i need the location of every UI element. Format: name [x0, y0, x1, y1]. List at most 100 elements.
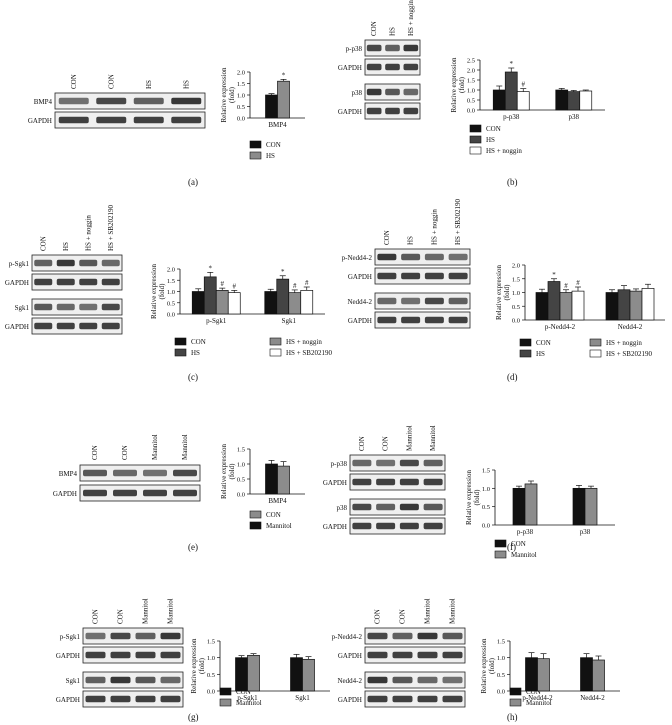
y-tick-label: 0.5: [467, 98, 475, 105]
legend-entry: HS: [266, 152, 275, 160]
y-axis-label: (fold): [158, 283, 166, 300]
blot-lane-label: HS: [389, 27, 397, 36]
blot-band: [56, 259, 75, 267]
blot-row-label: GAPDH: [56, 652, 80, 660]
y-axis-label: (fold): [503, 284, 511, 301]
blot-band: [352, 459, 372, 467]
blot-band: [417, 676, 438, 684]
y-tick-label: 0.5: [207, 672, 215, 679]
x-tick-label: Sgk1: [295, 694, 310, 702]
legend-swatch: [509, 687, 522, 696]
x-tick-label: BMP4: [268, 497, 287, 505]
y-tick-label: 0.0: [497, 689, 505, 696]
y-axis-label: (fold): [228, 86, 236, 103]
blot-lane-label: HS + SB202190: [454, 199, 462, 245]
bar: [215, 290, 229, 315]
bar: [277, 465, 290, 495]
blot-band: [367, 651, 388, 659]
legend-swatch: [494, 539, 507, 548]
blot-band: [135, 632, 156, 640]
y-axis-label: Relative expression: [220, 67, 228, 123]
y-tick-label: 1.5: [237, 81, 245, 88]
bar: [512, 487, 526, 526]
blot-band: [424, 316, 444, 324]
blot-row-label: p-Sgk1: [60, 633, 81, 641]
legend-entry: HS + noggin: [606, 339, 642, 347]
blot-band: [58, 97, 89, 105]
blot-band: [367, 695, 388, 703]
y-tick-label: 1.5: [497, 639, 505, 646]
blot-row-label: GAPDH: [348, 273, 372, 281]
x-tick-label: BMP4: [268, 121, 287, 129]
bar: [617, 289, 631, 321]
y-tick-label: 0.0: [482, 523, 490, 530]
blot-row-label: Nedd4-2: [338, 677, 363, 685]
y-tick-label: 2.0: [237, 70, 245, 77]
panel-label: (c): [188, 372, 198, 382]
bar: [537, 658, 550, 692]
blot-band: [401, 272, 421, 280]
blot-band: [367, 676, 388, 684]
bar: [247, 654, 260, 692]
blot-lane-label: CON: [39, 236, 47, 251]
legend-entry: CON: [191, 338, 206, 346]
blot-band: [160, 632, 181, 640]
y-tick-label: 0.5: [497, 672, 505, 679]
bar: [579, 90, 593, 111]
blot-band: [417, 651, 438, 659]
blot-band: [113, 489, 137, 497]
blot-band: [385, 44, 400, 52]
blot-row: [364, 627, 466, 645]
blot-band: [403, 44, 419, 52]
significance-mark: #: [564, 282, 568, 290]
legend-entry: CON: [266, 511, 281, 519]
blot-band: [403, 88, 419, 96]
y-tick-label: 0.0: [237, 492, 245, 499]
blot-lane-label: CON: [374, 609, 382, 624]
legend-swatch: [469, 135, 482, 144]
blot-band: [423, 503, 443, 511]
significance-mark: *: [209, 264, 213, 272]
legend-swatch: [509, 698, 522, 707]
x-tick-label: p38: [580, 528, 591, 536]
blot-lane-label: CON: [107, 74, 115, 89]
blot-band: [96, 116, 127, 124]
blot-row: [364, 690, 466, 708]
bar: [535, 292, 549, 321]
significance-mark: #: [522, 81, 526, 89]
legend-swatch: [249, 510, 262, 519]
legend-swatch: [589, 338, 602, 347]
x-tick-label: p-Nedd4-2: [522, 694, 553, 702]
blot-band: [135, 695, 156, 703]
blot-band: [85, 676, 106, 684]
blot-band: [34, 278, 53, 286]
blot-row-label: GAPDH: [5, 279, 29, 287]
legend-swatch: [249, 521, 262, 530]
blot-row: [82, 646, 184, 664]
blot-band: [133, 97, 164, 105]
blot-band: [160, 651, 181, 659]
blot-band: [143, 489, 167, 497]
panel-label: (h): [507, 712, 518, 722]
blot-row-label: p38: [352, 89, 363, 97]
blot-row: [31, 298, 123, 316]
blot-lane-label: CON: [117, 609, 125, 624]
blot-lane-label: Mannitol: [167, 598, 175, 624]
y-tick-label: 0.5: [512, 304, 520, 311]
bar: [525, 657, 538, 692]
y-tick-label: 2.0: [167, 267, 175, 274]
blot-band: [392, 695, 413, 703]
blot-row-label: BMP4: [59, 470, 78, 478]
blot-band: [352, 522, 372, 530]
blot-lane-label: CON: [383, 230, 391, 245]
blot-band: [403, 107, 419, 115]
x-tick-label: p-Sgk1: [237, 694, 258, 702]
y-tick-label: 1.5: [467, 78, 475, 85]
blot-band: [58, 116, 89, 124]
